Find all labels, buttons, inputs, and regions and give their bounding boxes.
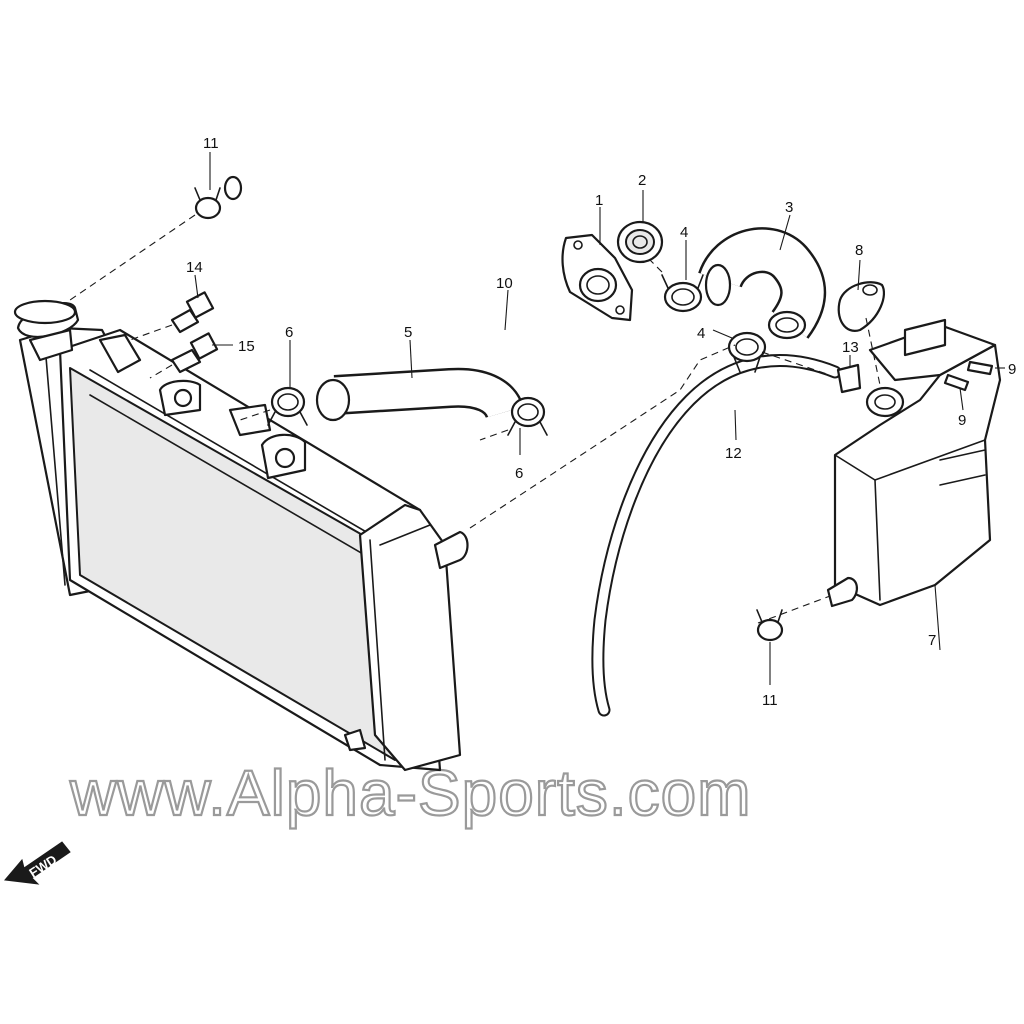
callout-1: 1 xyxy=(595,192,603,209)
leader-lines xyxy=(194,152,1005,685)
callout-14: 14 xyxy=(186,259,203,276)
radiator-hose-5 xyxy=(315,367,525,422)
callout-4-lower: 4 xyxy=(697,325,705,342)
temp-sensor-14 xyxy=(170,291,215,334)
callout-6-right: 6 xyxy=(515,465,523,482)
callout-5: 5 xyxy=(404,324,412,341)
forward-direction-arrow: FWD xyxy=(4,841,71,885)
callout-15: 15 xyxy=(238,338,255,355)
overflow-hose-10 xyxy=(223,161,754,673)
fan-switch-15 xyxy=(170,332,219,374)
thermostat-2 xyxy=(616,220,664,264)
reservoir-hose-12 xyxy=(591,354,842,717)
dashed-guide-lines xyxy=(69,214,881,624)
hose-clamp-11a xyxy=(194,187,222,220)
callout-9-right: 9 xyxy=(1008,361,1016,378)
callout-7: 7 xyxy=(928,632,936,649)
callout-10: 10 xyxy=(496,275,513,292)
hose-clamp-11b xyxy=(756,609,784,642)
callout-11-top: 11 xyxy=(203,135,219,152)
reservoir-tank-7 xyxy=(826,318,1002,608)
callout-12: 12 xyxy=(725,445,742,462)
callout-8: 8 xyxy=(855,242,863,259)
hose-clamp-6b xyxy=(507,396,548,436)
reservoir-cap-8 xyxy=(837,281,886,332)
callout-3: 3 xyxy=(785,199,793,216)
hose-clamp-4b xyxy=(727,331,767,373)
radiator-assembly xyxy=(13,299,469,772)
clip-13 xyxy=(836,363,862,394)
callout-13: 13 xyxy=(842,339,859,356)
fwd-arrow-icon xyxy=(4,841,71,885)
hose-clamp-6a xyxy=(267,386,308,426)
thermostat-hose-3 xyxy=(698,227,827,340)
callout-labels: 1 2 3 4 4 5 6 6 7 8 9 9 10 11 11 12 13 1… xyxy=(186,135,1016,709)
callout-2: 2 xyxy=(638,172,646,189)
hose-clamp-4a xyxy=(661,274,704,313)
bolt-9b xyxy=(966,360,994,376)
callout-6-left: 6 xyxy=(285,324,293,341)
callout-9-lower: 9 xyxy=(958,412,966,429)
thermostat-cover-1 xyxy=(561,233,634,322)
callout-4-upper: 4 xyxy=(680,224,688,241)
bolt-9a xyxy=(943,373,970,392)
callout-11-bottom: 11 xyxy=(762,692,778,709)
